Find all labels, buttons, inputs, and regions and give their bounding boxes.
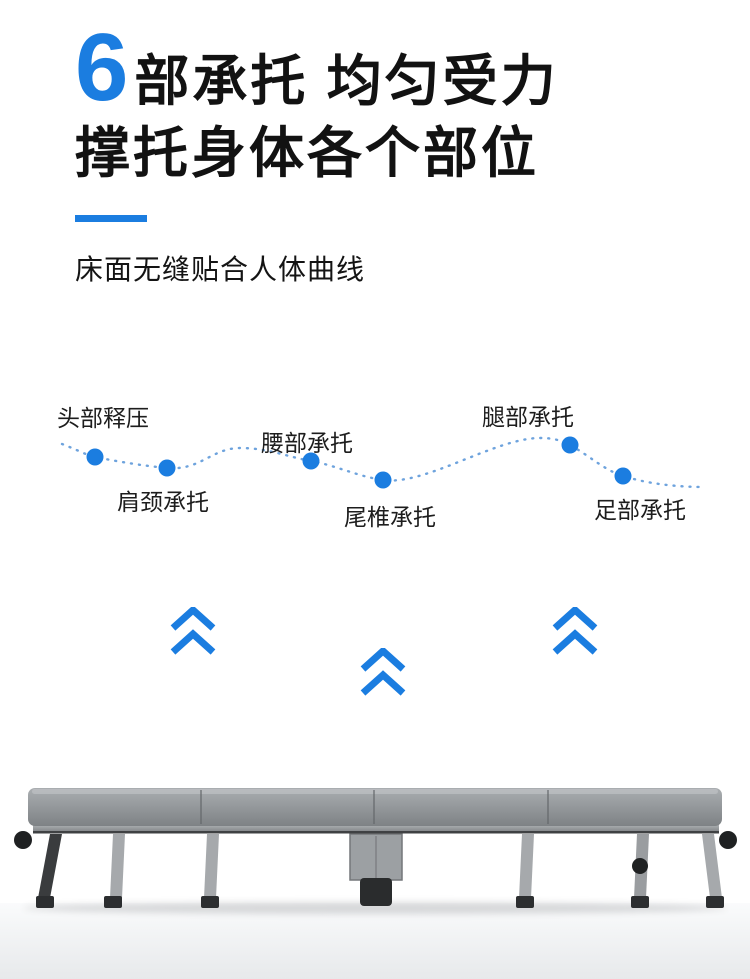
support-curve-graphic (60, 436, 707, 489)
bed-mattress (28, 788, 722, 826)
floor-band (0, 903, 750, 979)
support-label-tailbone: 尾椎承托 (344, 504, 436, 530)
title-text: 部承托 均匀受力 (134, 50, 559, 112)
big-number: 6 (75, 14, 129, 121)
title-line-2: 撑托身体各个部位 (75, 122, 540, 185)
support-label-waist: 腰部承托 (261, 430, 353, 456)
support-label-head: 头部释压 (57, 405, 149, 431)
bed-shadow (23, 902, 727, 914)
support-dots (86, 436, 632, 489)
blue-divider-bar (75, 214, 147, 222)
support-label-shoulder: 肩颈承托 (117, 489, 209, 515)
double-chevron-up-icon (360, 648, 406, 696)
title-line-1: 6 部承托 均匀受力 (75, 14, 559, 121)
double-chevron-up-icon (552, 607, 598, 655)
bed-frame (33, 824, 719, 834)
heading-block: 6 部承托 均匀受力 撑托身体各个部位 床面无缝贴合人体曲线 (75, 14, 559, 288)
folding-bed-illustration (0, 788, 750, 979)
bed-legs (14, 831, 737, 908)
support-label-foot: 足部承托 (594, 497, 686, 523)
subtitle: 床面无缝贴合人体曲线 (75, 253, 366, 285)
double-chevron-up-icon (170, 607, 216, 655)
support-label-leg: 腿部承托 (482, 404, 574, 430)
